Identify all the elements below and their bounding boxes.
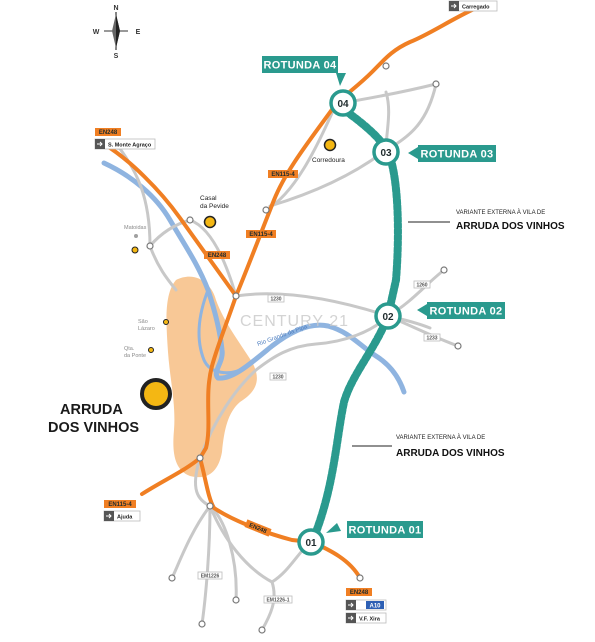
svg-text:1260: 1260 <box>416 283 427 289</box>
grey-tag-em1226-1: EM1226-1 <box>263 595 293 604</box>
grey-tag-1233: 1233 <box>423 333 441 342</box>
svg-text:ROTUNDA 02: ROTUNDA 02 <box>430 306 503 318</box>
sao-lazaro-marker <box>163 319 169 325</box>
grey-tag-1230-mid: 1230 <box>269 372 287 381</box>
road-tag-en115-4-b: EN115-4 <box>246 230 276 238</box>
casal-pevide-label-1: Casal <box>200 195 217 202</box>
casal-pevide-marker <box>203 215 217 229</box>
roundabout-nodes: 04 03 02 01 <box>297 89 402 556</box>
roundabout-03: 03 <box>372 138 400 166</box>
road-tag-en248-mid: EN248 <box>204 251 230 259</box>
svg-text:ROTUNDA 04: ROTUNDA 04 <box>264 60 337 72</box>
river-branch <box>197 288 246 375</box>
grey-tag-1260: 1260 <box>413 280 431 289</box>
svg-text:EN115-4: EN115-4 <box>108 502 132 508</box>
rotunda-04-label: ROTUNDA 04 <box>262 56 346 86</box>
rotunda-02-label: ROTUNDA 02 <box>417 302 505 319</box>
matoidas-label: Matoidas <box>124 225 147 231</box>
casal-pevide-label-2: da Pevide <box>200 203 229 210</box>
svg-text:EM1226: EM1226 <box>201 574 220 580</box>
sao-lazaro-label-2: Lázaro <box>138 326 155 332</box>
qta-ponte-label-1: Qta. <box>124 346 135 352</box>
svg-text:Carregado: Carregado <box>462 5 490 11</box>
svg-text:EM1226-1: EM1226-1 <box>266 598 289 604</box>
rotunda-01-label: ROTUNDA 01 <box>326 521 423 538</box>
svg-text:02: 02 <box>382 312 394 323</box>
svg-text:A10: A10 <box>369 604 381 610</box>
junction-dots <box>114 62 462 634</box>
compass-e: E <box>136 29 141 36</box>
watermark: CENTURY 21 <box>240 313 349 330</box>
grey-tag-em1226: EM1226 <box>197 571 223 580</box>
svg-text:EN248: EN248 <box>208 253 227 259</box>
road-tag-en248-top: EN248 <box>95 128 121 136</box>
svg-text:EN248: EN248 <box>350 590 369 596</box>
svg-text:04: 04 <box>337 99 349 110</box>
svg-text:1233: 1233 <box>426 336 437 342</box>
corredoura-label: Corredoura <box>312 157 345 164</box>
village-markers <box>131 138 337 410</box>
roundabout-02: 02 <box>374 302 402 330</box>
dest-sobral: S. Monte Agraço <box>94 138 156 150</box>
variante-top-line2: ARRUDA DOS VINHOS <box>456 221 565 232</box>
road-tag-en248-bottom: EN248 <box>346 588 372 596</box>
roundabout-labels: ROTUNDA 04 ROTUNDA 03 ROTUNDA 02 ROTUNDA… <box>262 56 505 538</box>
compass-w: W <box>93 29 100 36</box>
qta-ponte-label-2: da Ponte <box>124 353 146 359</box>
destination-signs: Carregado S. Monte Agraço Ajuda A10 V.F.… <box>94 0 498 624</box>
river <box>101 160 407 395</box>
matoidas-dot <box>134 234 138 238</box>
svg-text:Ajuda: Ajuda <box>117 515 133 521</box>
main-roads <box>102 6 478 580</box>
dest-vf-xira: V.F. Xira <box>345 612 387 624</box>
svg-text:S. Monte Agraço: S. Monte Agraço <box>108 143 152 149</box>
svg-text:01: 01 <box>305 538 317 549</box>
svg-text:ROTUNDA 03: ROTUNDA 03 <box>421 149 494 161</box>
town-name-line2: DOS VINHOS <box>48 420 139 436</box>
road-tag-en115-4-a: EN115-4 <box>268 170 298 178</box>
dest-carregado: Carregado <box>448 0 498 12</box>
svg-text:EN115-4: EN115-4 <box>249 232 273 238</box>
village-labels: Casal da Pevide Corredoura Matoidas São … <box>48 157 345 436</box>
grey-road-tags: 1230 1230 1260 1233 EM1226 EM1226-1 <box>197 280 441 604</box>
town-name-line1: ARRUDA <box>60 402 123 418</box>
svg-text:1230: 1230 <box>272 375 283 381</box>
variante-callout-bottom: VARIANTE EXTERNA À VILA DE ARRUDA DOS VI… <box>352 434 505 459</box>
variante-bottom-line1: VARIANTE EXTERNA À VILA DE <box>396 434 485 441</box>
road-tags: EN248 EN115-4 EN115-4 EN248 EN115-4 EN24… <box>95 128 372 596</box>
dest-ajuda: Ajuda <box>103 510 141 522</box>
roundabout-01: 01 <box>297 528 325 556</box>
compass-rose: N S E W <box>93 5 141 60</box>
variante-top-line1: VARIANTE EXTERNA À VILA DE <box>456 209 545 216</box>
variante-bottom-line2: ARRUDA DOS VINHOS <box>396 448 505 459</box>
road-tag-en248-lower: EN248 <box>244 519 272 537</box>
dest-a10: A10 <box>345 599 387 611</box>
sao-lazaro-label-1: São <box>138 319 148 325</box>
qta-ponte-marker <box>148 347 154 353</box>
rotunda-03-label: ROTUNDA 03 <box>408 145 496 162</box>
svg-text:ROTUNDA 01: ROTUNDA 01 <box>349 525 422 537</box>
svg-text:EN115-4: EN115-4 <box>271 172 295 178</box>
variante-callout-top: VARIANTE EXTERNA À VILA DE ARRUDA DOS VI… <box>408 209 565 232</box>
svg-text:V.F. Xira: V.F. Xira <box>359 617 381 623</box>
arruda-town-marker <box>140 378 172 410</box>
svg-text:EN248: EN248 <box>99 130 118 136</box>
roundabout-04: 04 <box>329 89 357 117</box>
matoidas-marker <box>131 246 139 254</box>
compass-n: N <box>113 5 118 12</box>
svg-text:1230: 1230 <box>270 297 281 303</box>
corredoura-marker <box>323 138 337 152</box>
compass-s: S <box>114 53 119 60</box>
svg-text:03: 03 <box>380 148 392 159</box>
road-tag-en115-4-bottom: EN115-4 <box>104 500 136 508</box>
grey-tag-1230-top: 1230 <box>267 294 285 303</box>
